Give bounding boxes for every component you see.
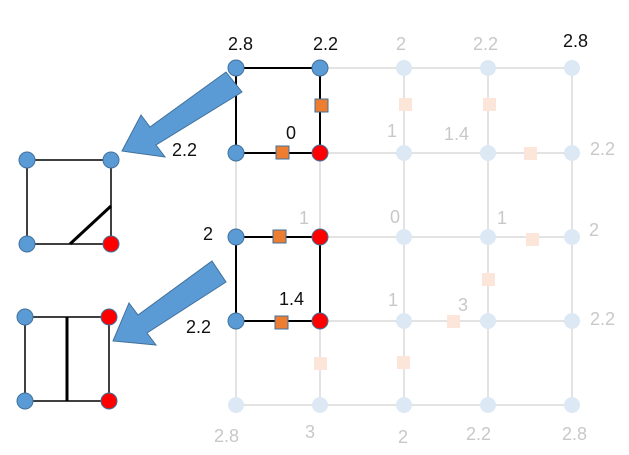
red-node bbox=[311, 312, 329, 330]
bottom-labels: 2.8 3 2 2.2 2.8 bbox=[214, 422, 587, 447]
node-value-label: 0 bbox=[286, 123, 296, 143]
top-label: 2.2 bbox=[473, 34, 498, 54]
faint-value-label: 1.4 bbox=[444, 124, 469, 144]
blue-node bbox=[227, 312, 245, 330]
right-label: 2 bbox=[589, 220, 599, 240]
node-value-label: 1.4 bbox=[279, 289, 304, 309]
faint-node bbox=[480, 145, 496, 161]
faint-node bbox=[480, 313, 496, 329]
faint-node bbox=[396, 145, 412, 161]
edge-marker bbox=[274, 315, 289, 330]
faint-node bbox=[396, 60, 412, 76]
faint-value-label: 1 bbox=[299, 208, 309, 228]
bottom-label: 2 bbox=[398, 427, 408, 447]
diagonal-case-icon bbox=[18, 151, 120, 253]
top-label: 2.2 bbox=[313, 34, 338, 54]
faint-value-label: 0 bbox=[390, 207, 400, 227]
node-value-label: 2.2 bbox=[172, 140, 197, 160]
blue-node bbox=[227, 59, 245, 77]
bottom-label: 2.8 bbox=[214, 426, 239, 446]
top-label: 2.8 bbox=[563, 31, 588, 51]
faint-value-label: 1 bbox=[388, 290, 398, 310]
faint-node bbox=[480, 397, 496, 413]
bottom-label: 2.8 bbox=[562, 424, 587, 444]
faint-marker bbox=[397, 356, 410, 369]
faint-node bbox=[396, 313, 412, 329]
faint-node bbox=[228, 397, 244, 413]
node-value-label: 2 bbox=[203, 224, 213, 244]
top-label: 2.8 bbox=[228, 34, 253, 54]
edge-marker bbox=[272, 229, 287, 244]
faint-node bbox=[480, 60, 496, 76]
faint-marker bbox=[526, 233, 539, 246]
faint-node bbox=[396, 397, 412, 413]
vertical-case-icon bbox=[16, 308, 118, 410]
faint-nodes bbox=[228, 60, 580, 413]
faint-node bbox=[564, 60, 580, 76]
faint-value-label: 1 bbox=[497, 208, 507, 228]
faint-node bbox=[480, 229, 496, 245]
arrow-top bbox=[121, 71, 243, 158]
faint-markers bbox=[314, 98, 539, 370]
right-labels: 2.2 2 2.2 bbox=[589, 139, 615, 329]
faint-node bbox=[564, 229, 580, 245]
faint-value-label: 1 bbox=[387, 121, 397, 141]
inner-labels: 2.2 0 2 1.4 2.2 1 1.4 1 0 1 1 3 bbox=[172, 121, 507, 337]
faint-node bbox=[564, 313, 580, 329]
faint-marker bbox=[314, 357, 327, 370]
red-node bbox=[311, 228, 329, 246]
faint-node bbox=[312, 397, 328, 413]
edge-marker bbox=[314, 98, 329, 113]
red-node bbox=[311, 144, 329, 162]
blue-node bbox=[227, 228, 245, 246]
faint-node bbox=[564, 397, 580, 413]
faint-marker bbox=[447, 315, 460, 328]
right-label: 2.2 bbox=[590, 139, 615, 159]
faint-node bbox=[396, 229, 412, 245]
edge-markers bbox=[272, 98, 329, 330]
blue-node bbox=[311, 59, 329, 77]
top-labels: 2.8 2.2 2 2.2 2.8 bbox=[228, 31, 588, 54]
edge-marker bbox=[275, 145, 290, 160]
top-label: 2 bbox=[396, 34, 406, 54]
highlighted-nodes bbox=[227, 59, 329, 330]
highlighted-cell-bottom bbox=[235, 236, 321, 322]
faint-node bbox=[564, 145, 580, 161]
blue-node bbox=[227, 144, 245, 162]
faint-marker bbox=[524, 147, 537, 160]
faint-marker bbox=[482, 273, 495, 286]
faint-marker bbox=[483, 98, 496, 111]
bottom-label: 3 bbox=[305, 422, 315, 442]
arrow-bottom bbox=[112, 260, 227, 346]
bottom-label: 2.2 bbox=[466, 424, 491, 444]
highlighted-cell-top bbox=[235, 67, 321, 154]
right-label: 2.2 bbox=[590, 309, 615, 329]
node-value-label: 2.2 bbox=[186, 317, 211, 337]
faint-value-label: 3 bbox=[458, 295, 468, 315]
faint-marker bbox=[399, 98, 412, 111]
